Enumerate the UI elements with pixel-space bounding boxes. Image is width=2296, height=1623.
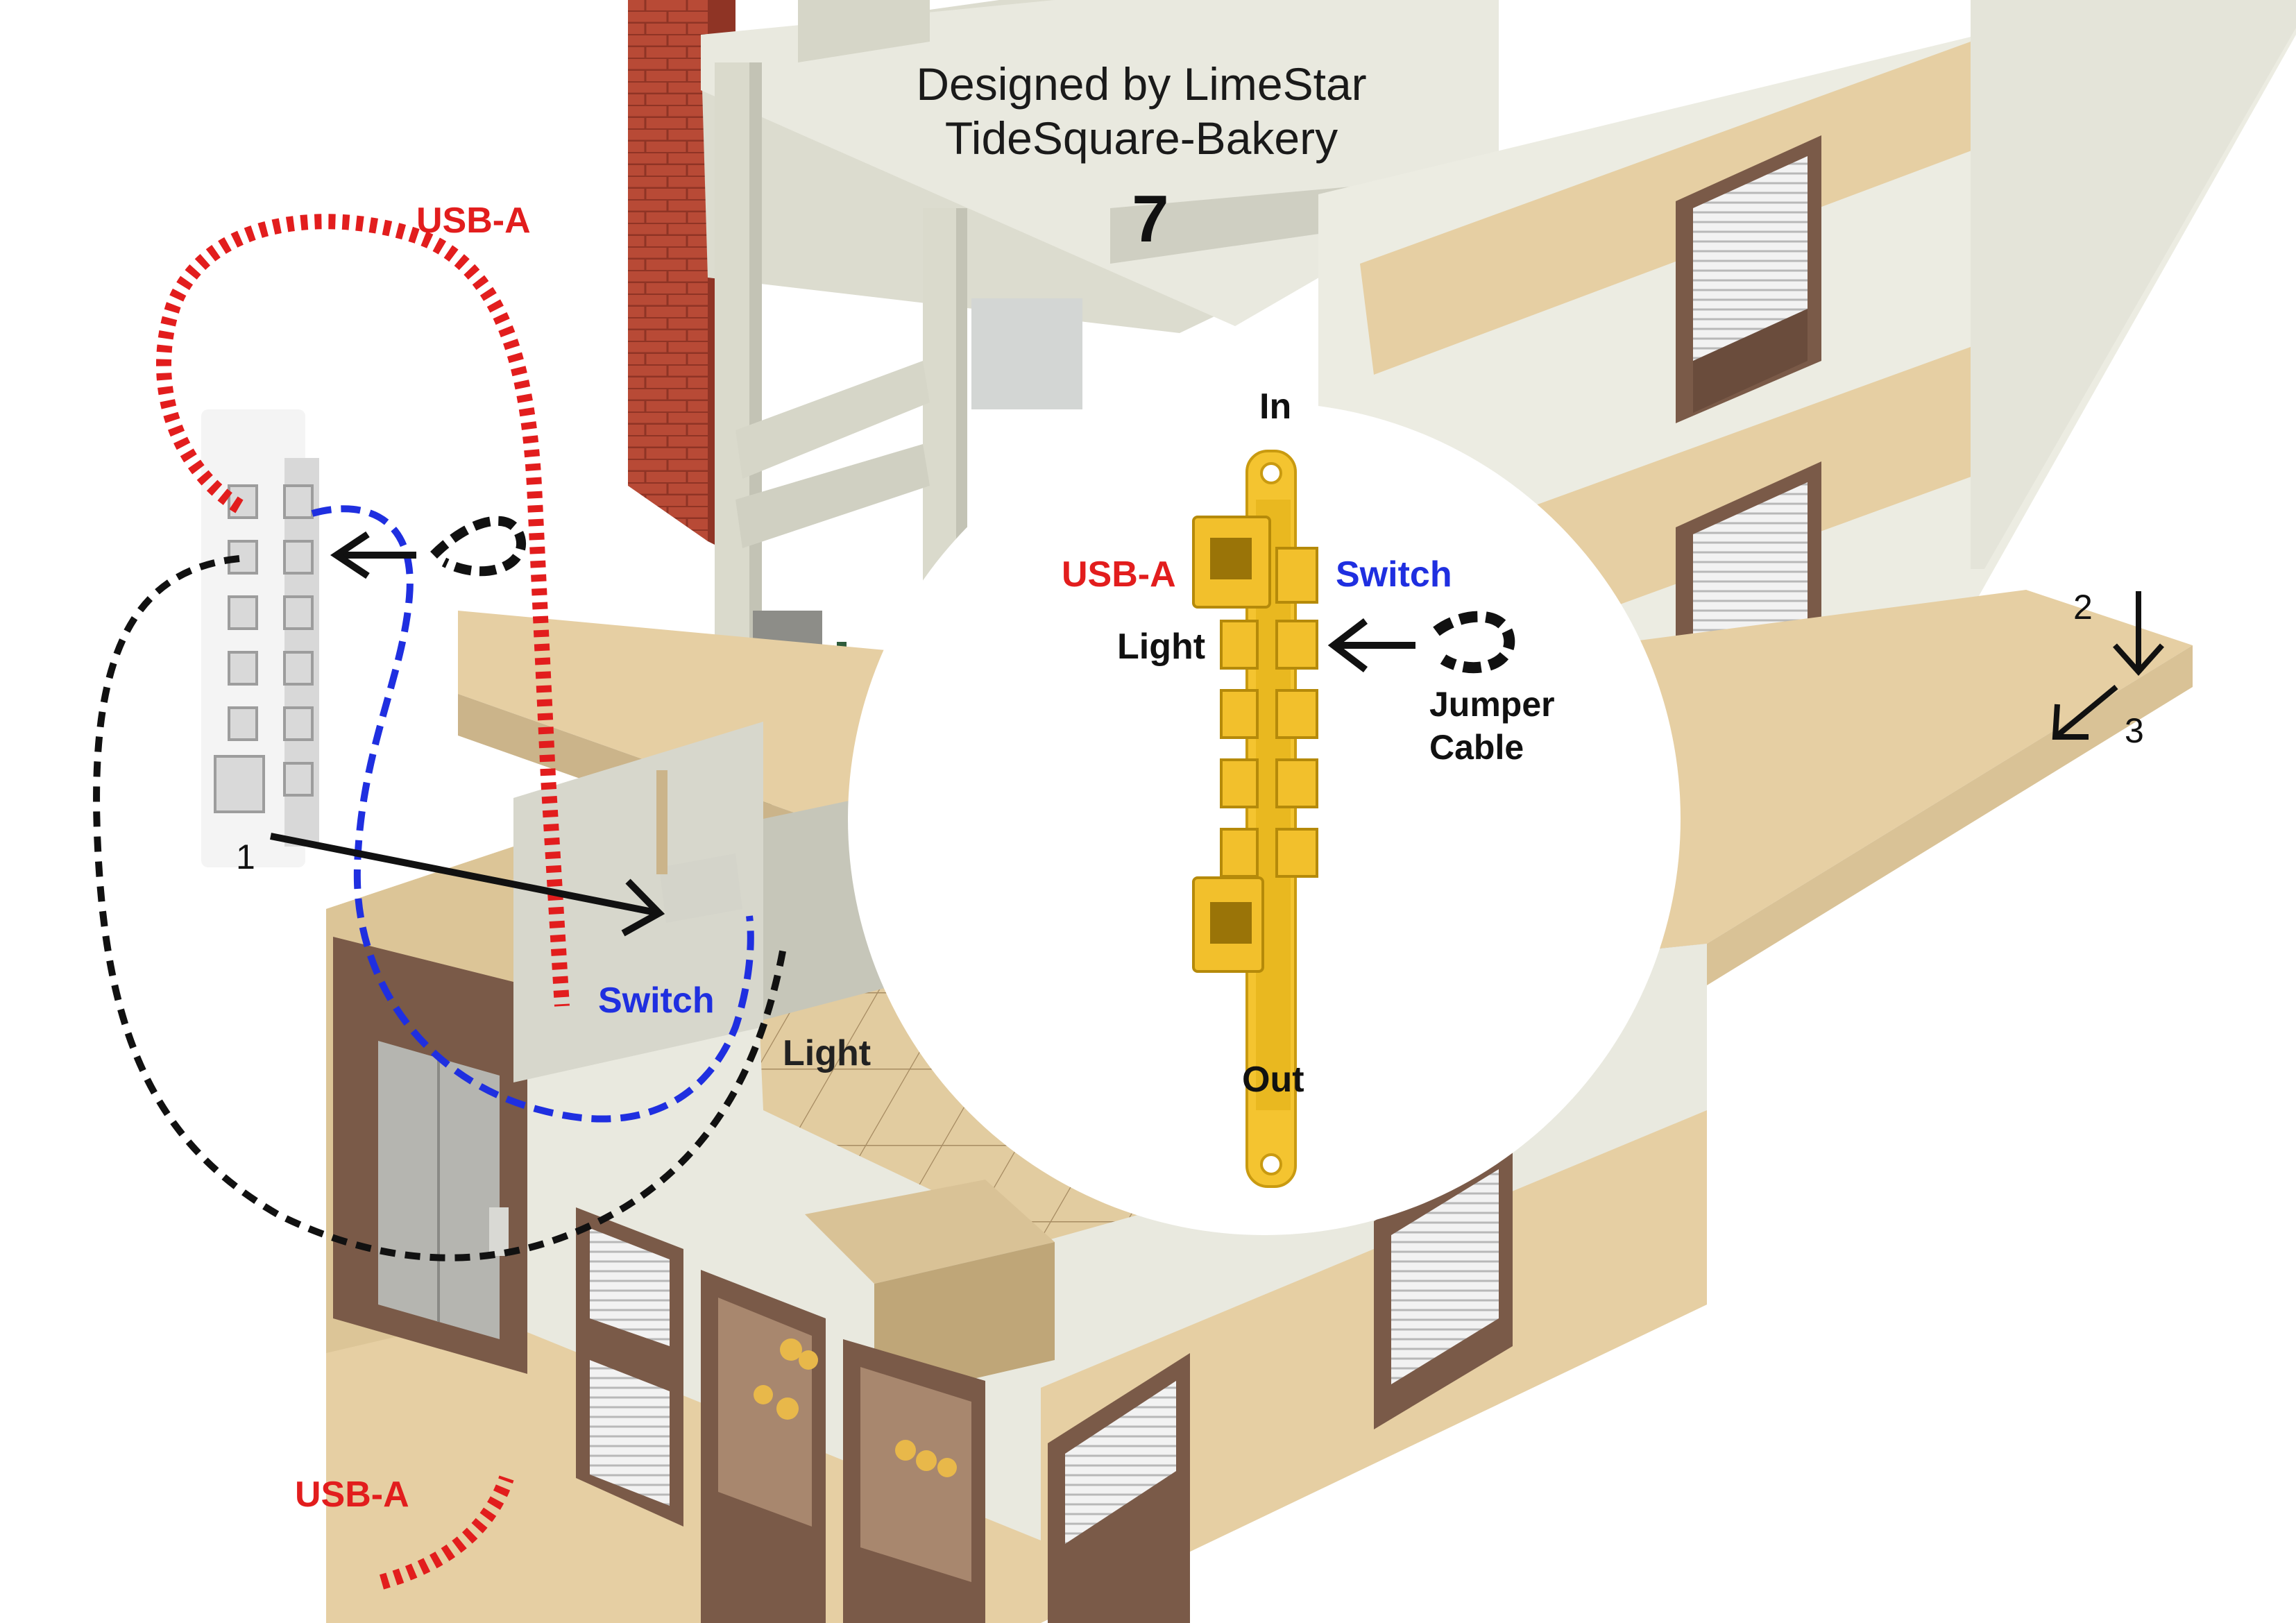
- light-label: Light: [783, 1033, 871, 1073]
- usb-a-cable-bottom: [379, 1475, 514, 1590]
- lower-right-window-2: [1374, 1138, 1513, 1429]
- jumper-cable-detail: [1327, 611, 1515, 674]
- jumper-cable-mini: [330, 516, 527, 579]
- light-cable: [93, 555, 788, 1261]
- hub-board: [1192, 450, 1318, 1188]
- shop-window-2: [701, 1270, 826, 1623]
- switch-cable: [311, 505, 754, 1123]
- step-1-number: 1: [236, 838, 255, 876]
- upper-frame: [701, 0, 1499, 805]
- switch-label: Switch: [598, 980, 715, 1021]
- upper-window-1: [1676, 135, 1821, 423]
- step-3-arrow: [2052, 684, 2118, 740]
- step-3-number: 3: [2125, 711, 2144, 750]
- jumper-label-line1: Jumper: [1429, 685, 1555, 724]
- usb-a-label-bottom: USB-A: [295, 1475, 409, 1515]
- hub-usb-a-label: USB-A: [1062, 554, 1176, 595]
- shop-window-3: [843, 1339, 985, 1623]
- hub-switch-label: Switch: [1336, 554, 1452, 595]
- lower-right-window-1: [1048, 1353, 1190, 1623]
- hub-in-label: In: [1259, 386, 1292, 427]
- designer-credit: Designed by LimeStar: [916, 58, 1367, 110]
- jumper-label-line2: Cable: [1429, 728, 1524, 767]
- usb-a-label-top: USB-A: [416, 201, 531, 241]
- step-2-arrow: [2113, 591, 2164, 676]
- hub-mini-model: [201, 409, 319, 867]
- model-name: TideSquare-Bakery: [944, 112, 1338, 164]
- hub-out-label: Out: [1242, 1060, 1304, 1100]
- hub-light-label: Light: [1117, 627, 1206, 667]
- junction-box: [656, 770, 742, 923]
- shop-window-1: [576, 1207, 683, 1527]
- step-number: 7: [1132, 182, 1169, 256]
- step-1-arrow: [270, 833, 665, 937]
- step-2-number: 2: [2073, 588, 2093, 627]
